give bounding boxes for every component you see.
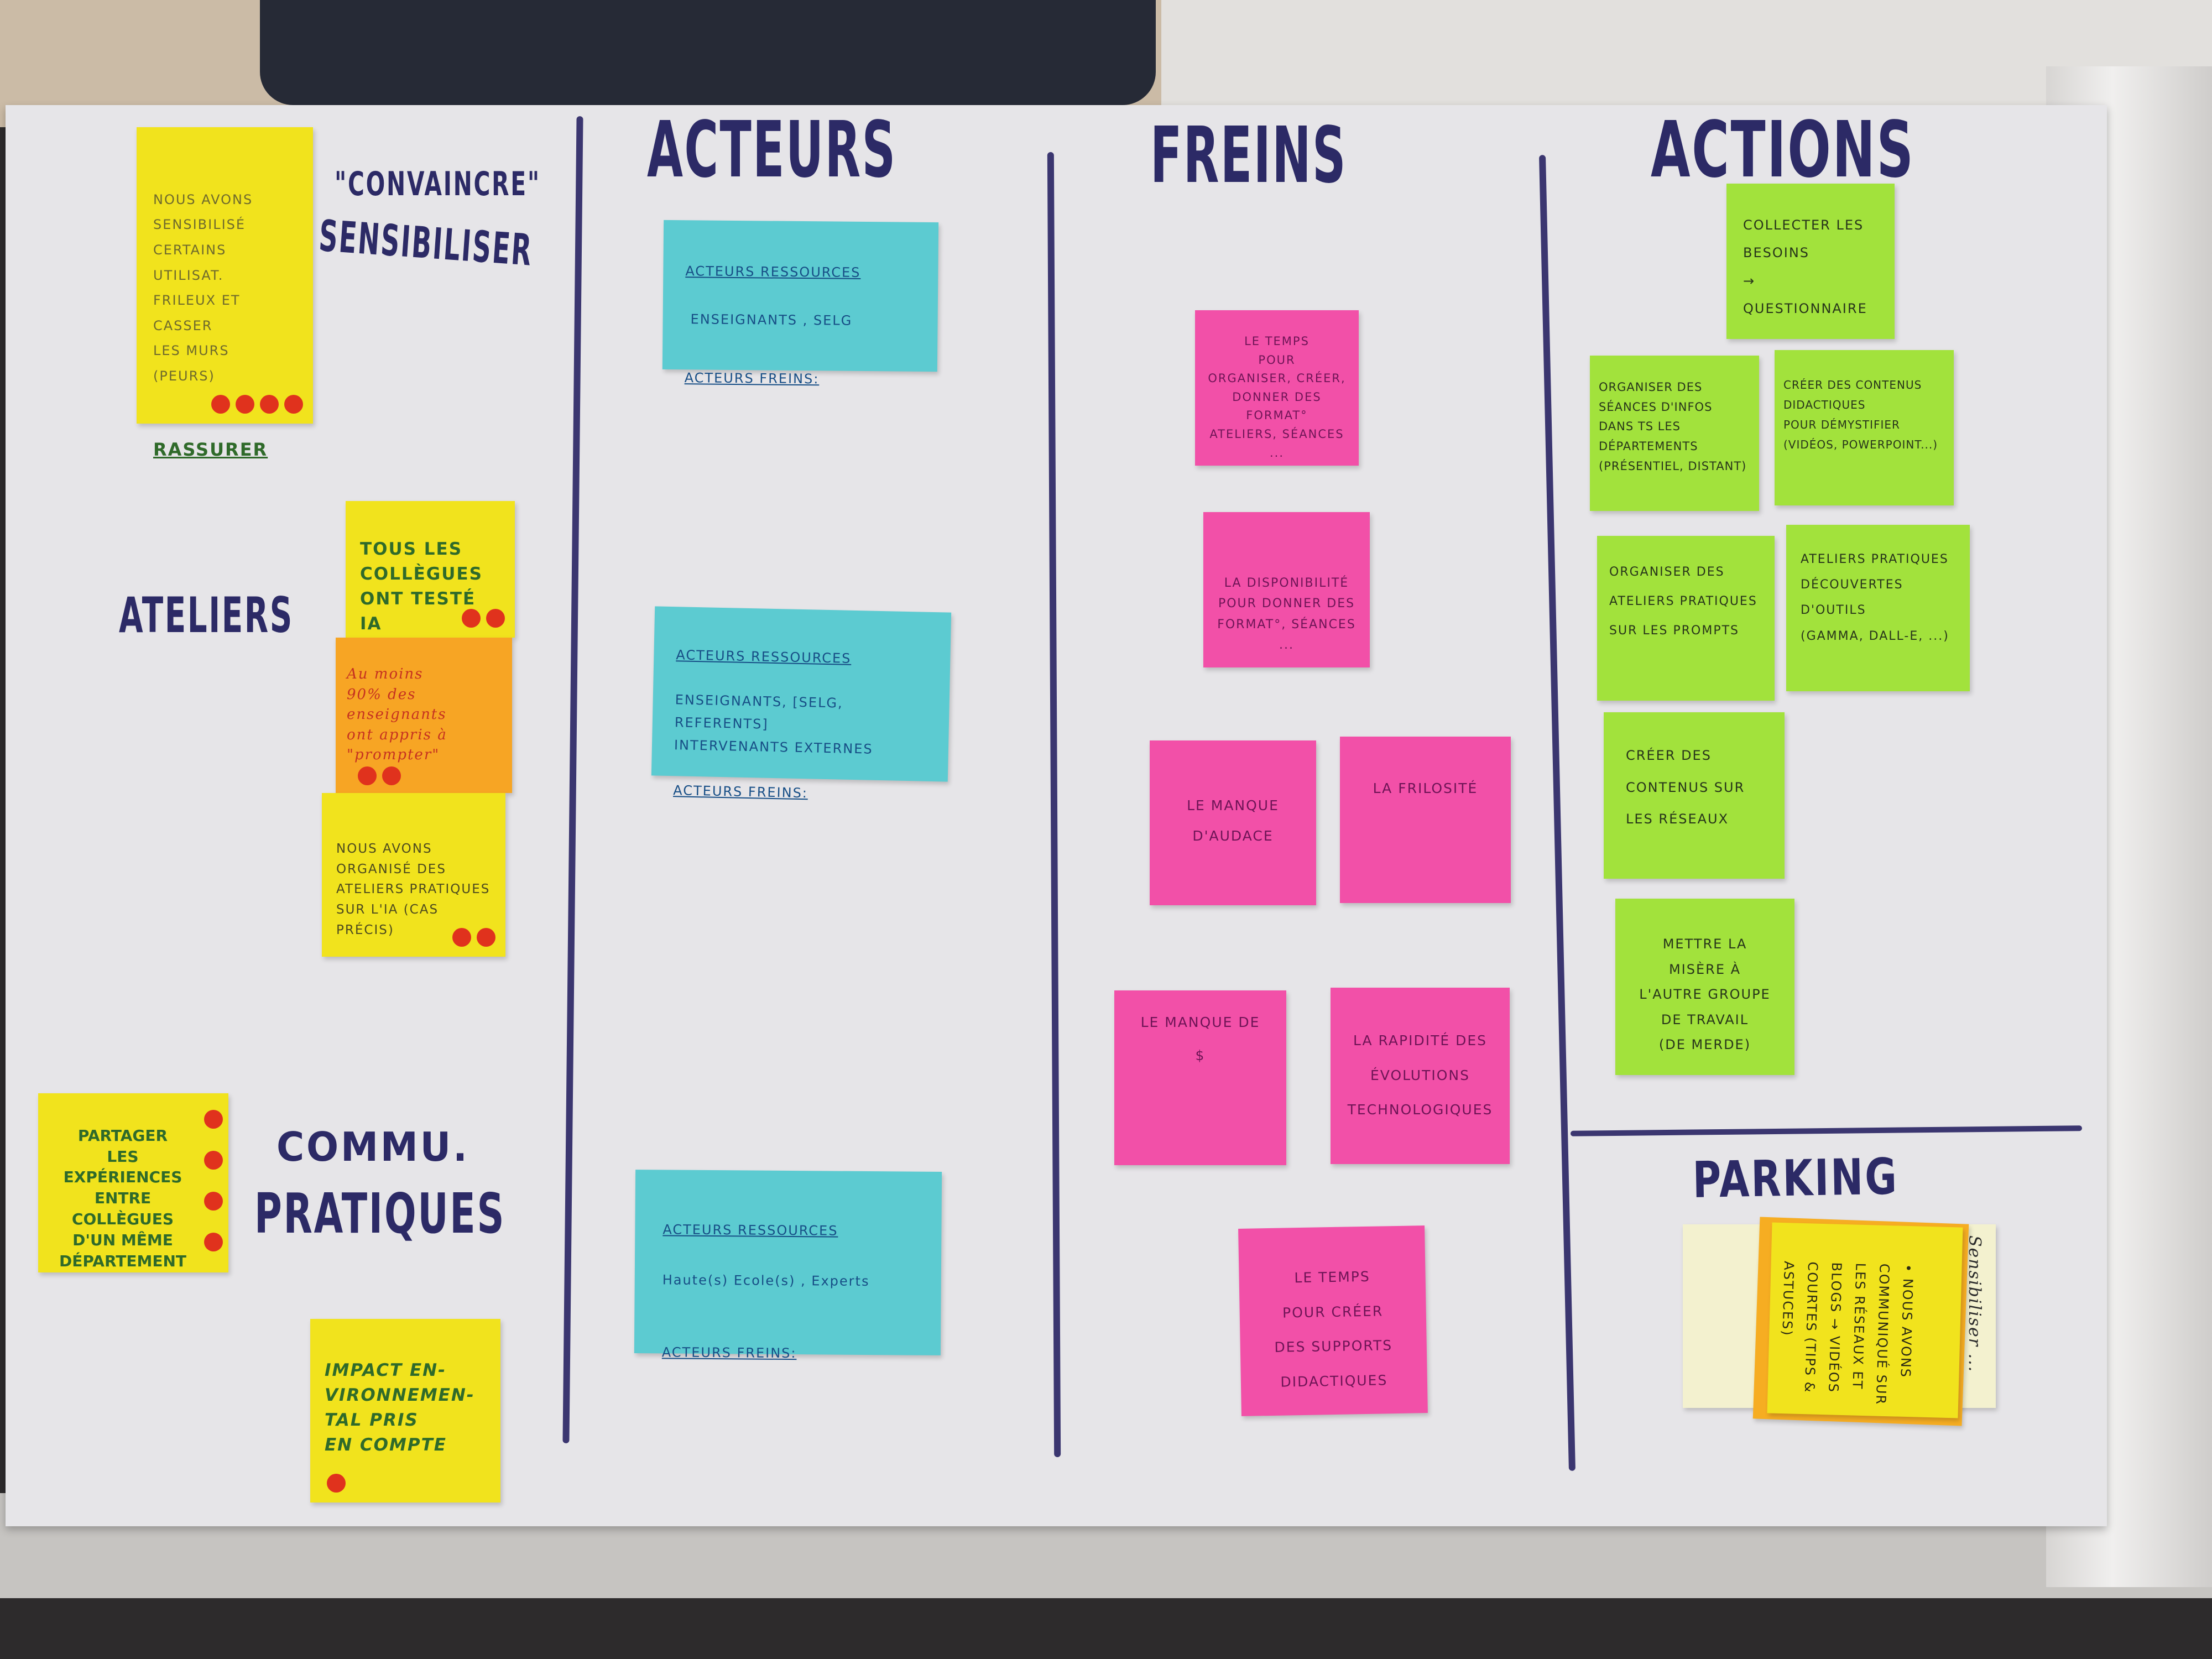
sticky-note-sensibiliser[interactable]: Nous avons sensibilisé certains utilisat… <box>137 127 313 460</box>
vote-dot <box>462 609 481 628</box>
parking-note-text: • Nous avons communiqué sur les réseaux … <box>1779 1260 1916 1406</box>
sticky-note-ateliers-organises[interactable]: Nous avons organisé des ateliers pratiqu… <box>322 793 505 957</box>
sticky-note-action-seances-infos[interactable]: Organiser des séances d'infos dans ts le… <box>1590 356 1759 511</box>
sticky-note-frein-temps-organiser[interactable]: Le temps pour organiser, créer, donner d… <box>1195 310 1359 466</box>
vote-dots <box>211 395 303 414</box>
sticky-note-frein-frilosite[interactable]: La frilosité <box>1340 737 1511 903</box>
note-text: Nous avons sensibilisé certains utilisat… <box>153 191 253 384</box>
heading-freins: FREINS <box>1150 111 1347 201</box>
vote-dot <box>204 1151 223 1170</box>
heading-acteurs: ACTEURS <box>647 105 897 195</box>
vote-dot <box>486 609 505 628</box>
vote-dots <box>327 1474 346 1493</box>
sticky-note-partager-experiences[interactable]: Partager les expériences entre collègues… <box>38 1093 228 1272</box>
vote-dots <box>452 928 495 947</box>
vote-dot <box>236 395 254 414</box>
sticky-note-90-pourcent-prompter[interactable]: Au moins 90% des enseignants ont appris … <box>336 638 512 793</box>
acteurs-ressources-list: Haute(s) Ecole(s) , Experts <box>662 1272 870 1289</box>
sticky-note-frein-disponibilite[interactable]: La disponibilité pour donner des format°… <box>1203 512 1370 667</box>
acteurs-freins-label: Acteurs freins: <box>673 782 808 801</box>
sticky-note-action-ateliers-prompts[interactable]: Organiser des ateliers pratiques sur les… <box>1597 536 1775 701</box>
vote-dots <box>204 1110 223 1251</box>
sticky-note-frein-manque-audace[interactable]: Le manque d'audace <box>1150 740 1316 905</box>
sticky-note-acteurs-3[interactable]: Acteurs ressources Haute(s) Ecole(s) , E… <box>634 1170 942 1361</box>
sticky-note-action-collecter-besoins[interactable]: Collecter les besoins → Questionnaire <box>1726 184 1895 339</box>
row-label-ateliers: ATELIERS <box>119 587 294 644</box>
vote-dots <box>462 609 505 628</box>
row-label-convaincre: "CONVAINCRE" <box>335 165 541 204</box>
sticky-note-frein-manque-argent[interactable]: Le manque de $ <box>1114 990 1286 1165</box>
vote-dot <box>382 766 401 785</box>
vote-dot <box>211 395 230 414</box>
vote-dots <box>358 766 401 785</box>
vote-dot <box>260 395 279 414</box>
sticky-note-frein-temps-supports[interactable]: Le temps pour créer des supports didacti… <box>1238 1225 1428 1416</box>
vote-dot <box>358 766 377 785</box>
heading-parking: PARKING <box>1692 1147 1899 1209</box>
heading-actions: ACTIONS <box>1651 105 1915 195</box>
note-emphasis-rassurer: RASSURER <box>153 439 268 460</box>
note-text: Nous avons organisé des ateliers pratiqu… <box>336 841 491 938</box>
acteurs-ressources-label: Acteurs ressources <box>662 1222 838 1239</box>
sticky-note-acteurs-2[interactable]: Acteurs ressources Enseignants, [SELg, R… <box>651 606 952 801</box>
acteurs-ressources-list: Enseignants, [SELg, Referents] Intervena… <box>674 692 873 757</box>
sticky-note-action-contenus-didactiques[interactable]: Créer des contenus didactiques pour démy… <box>1775 350 1954 505</box>
background-desk <box>1161 0 2212 111</box>
parking-note-communique[interactable]: • Nous avons communiqué sur les réseaux … <box>1767 1222 1963 1418</box>
acteurs-ressources-label: Acteurs ressources <box>685 263 861 281</box>
vote-dot <box>204 1192 223 1211</box>
sticky-note-action-mettre-la-misere[interactable]: Mettre la misère à l'autre groupe de tra… <box>1615 899 1794 1075</box>
note-text: Tous les collègues ont testé IA <box>360 539 483 634</box>
sticky-note-collegues-teste-ia[interactable]: Tous les collègues ont testé IA <box>346 501 515 638</box>
vote-dot <box>477 928 495 947</box>
sticky-note-acteurs-1[interactable]: Acteurs ressources Enseignants , SELg Ac… <box>662 220 939 387</box>
parking-side-note-text: Sensibiliser ... <box>1965 1235 1984 1373</box>
acteurs-freins-label: Acteurs freins: <box>684 370 820 387</box>
sticky-note-action-contenus-reseaux[interactable]: Créer des contenus sur les réseaux <box>1604 712 1785 879</box>
note-text: Impact en- vironnemen- tal pris en compt… <box>325 1360 475 1455</box>
acteurs-freins-label: Acteurs freins: <box>661 1344 797 1361</box>
acteurs-ressources-label: Acteurs ressources <box>676 647 852 666</box>
row-label-commu: COMMU. <box>276 1124 469 1170</box>
row-label-pratiques: PRATIQUES <box>254 1181 506 1246</box>
note-text: Partager les expériences entre collègues… <box>59 1126 187 1270</box>
sticky-note-action-ateliers-outils[interactable]: Ateliers pratiques découvertes d'outils … <box>1786 525 1970 691</box>
background-chair <box>260 0 1156 105</box>
vote-dot <box>284 395 303 414</box>
sticky-note-frein-rapidite-evolutions[interactable]: La rapidité des évolutions technologique… <box>1331 988 1510 1164</box>
vote-dot <box>204 1110 223 1129</box>
acteurs-ressources-list: Enseignants , SELg <box>690 311 853 328</box>
sticky-note-impact-environnemental[interactable]: Impact en- vironnemen- tal pris en compt… <box>310 1319 500 1503</box>
vote-dot <box>204 1233 223 1251</box>
note-text: Au moins 90% des enseignants ont appris … <box>347 666 447 763</box>
vote-dot <box>452 928 471 947</box>
vote-dot <box>327 1474 346 1493</box>
